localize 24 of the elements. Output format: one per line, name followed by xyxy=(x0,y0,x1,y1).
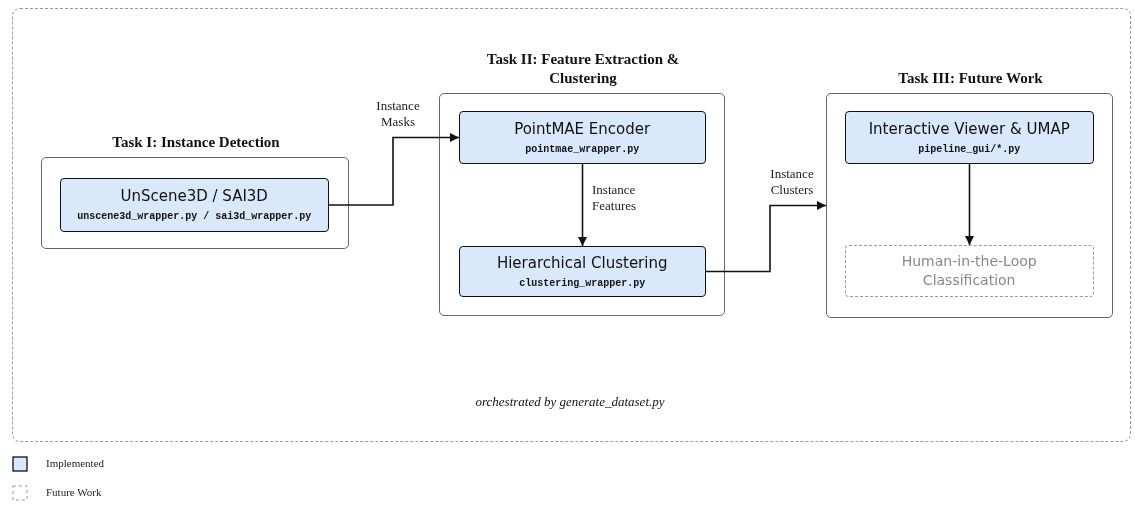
file-name: unscene3d_wrapper.py / sai3d_wrapper.py xyxy=(77,211,312,223)
caption: orchestrated by generate_dataset.py xyxy=(474,394,666,410)
step-title: Human-in-the-Loop Classification xyxy=(900,251,1038,290)
file-name: pipeline_gui/*.py xyxy=(918,143,1021,155)
process-box xyxy=(59,177,329,232)
step-title: UnScene3D / SAI3D xyxy=(120,187,268,207)
step-title: Interactive Viewer & UMAP xyxy=(868,119,1070,139)
panel-heading: Task I: Instance Detection xyxy=(111,133,281,152)
step-title: PointMAE Encoder xyxy=(514,119,651,139)
panel-heading: Task II: Feature Extraction & Clustering xyxy=(485,50,681,88)
file-name: pointmae_wrapper.py xyxy=(525,143,640,155)
process-box xyxy=(458,110,706,164)
legend-label: Implemented xyxy=(46,457,105,469)
process-box xyxy=(458,245,706,297)
process-box xyxy=(844,110,1094,164)
step-title: Hierarchical Clustering xyxy=(496,253,668,273)
arrow xyxy=(578,163,587,247)
arrow xyxy=(328,133,460,206)
legend-label: Future Work xyxy=(46,486,102,498)
file-name: clustering_wrapper.py xyxy=(519,277,646,289)
future-step-box xyxy=(844,244,1094,297)
arrow xyxy=(965,163,974,246)
arrow xyxy=(705,201,827,273)
panel-heading: Task III: Future Work xyxy=(897,69,1044,88)
